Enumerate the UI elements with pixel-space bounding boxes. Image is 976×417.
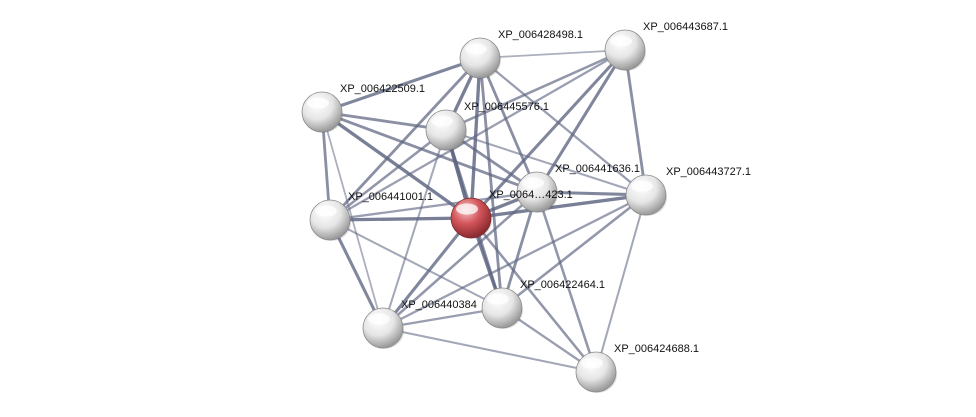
- edge-n4-n6: [444, 128, 648, 197]
- node-label-n11: XP_006424688.1: [614, 343, 699, 355]
- node-n9[interactable]: [481, 287, 523, 329]
- node-layer: [301, 29, 667, 393]
- node-highlight: [522, 177, 544, 189]
- node-label-n3: XP_006422509.1: [340, 83, 425, 95]
- edge-n2-n6: [623, 48, 648, 197]
- edge-n10-n11: [381, 326, 598, 374]
- node-label-n4: XP_006445576.1: [464, 101, 549, 113]
- edge-n3-n4: [320, 110, 448, 132]
- edge-n8-n6: [469, 193, 648, 220]
- edge-n7-n9: [328, 218, 504, 310]
- node-highlight: [431, 115, 453, 127]
- edge-n1-n7: [328, 56, 482, 222]
- node-n3[interactable]: [301, 91, 343, 133]
- edge-n8-n3: [320, 110, 473, 220]
- node-highlight: [487, 293, 509, 305]
- node-highlight: [456, 203, 478, 215]
- node-highlight: [315, 205, 337, 217]
- node-label-n10: XP_006440384: [401, 299, 477, 311]
- node-n1[interactable]: [459, 37, 501, 79]
- edge-n8-n10: [381, 216, 473, 330]
- node-label-n9: XP_006422464.1: [520, 279, 605, 291]
- node-label-n7: XP_006441001.1: [348, 191, 433, 203]
- edge-n6-n11: [594, 193, 648, 374]
- node-n5[interactable]: [516, 171, 558, 213]
- edge-n5-n11: [535, 190, 598, 374]
- node-highlight: [631, 180, 653, 192]
- edge-n8-n2: [469, 48, 627, 220]
- edge-n6-n9: [500, 193, 648, 310]
- node-label-n6: XP_006443727.1: [666, 166, 751, 178]
- edge-n5-n10: [381, 190, 539, 330]
- edge-n1-n3: [320, 56, 482, 114]
- edge-n5-n7: [328, 190, 539, 222]
- edge-n8-n7: [328, 216, 473, 222]
- edge-n8-n1: [469, 56, 482, 220]
- edge-n3-n10: [321, 111, 384, 329]
- node-n7[interactable]: [309, 199, 351, 241]
- edge-n8-n11: [469, 216, 598, 374]
- edge-n2-n7: [328, 48, 627, 222]
- node-n2[interactable]: [604, 29, 646, 71]
- node-label-n2: XP_006443687.1: [643, 21, 728, 33]
- node-label-n8: XP_0064…423.1: [489, 189, 573, 201]
- node-highlight: [465, 43, 487, 55]
- label-layer: XP_006428498.1 XP_006443687.1XP_006422509…: [340, 21, 751, 355]
- edge-n1-n2: [479, 49, 626, 59]
- node-label-n5: XP_006441636.1: [555, 163, 640, 175]
- edge-n1-n9: [478, 56, 504, 310]
- edge-n4-n10: [381, 128, 448, 330]
- node-highlight: [610, 35, 632, 47]
- node-highlight: [368, 313, 390, 325]
- edge-n3-n5: [320, 110, 539, 194]
- node-highlight: [307, 97, 329, 109]
- node-highlight: [581, 357, 603, 369]
- edge-n4-n7: [328, 128, 448, 222]
- edge-n1-n5: [478, 56, 539, 194]
- edge-n2-n5: [535, 48, 627, 194]
- node-n4[interactable]: [425, 109, 467, 151]
- edge-n2-n4: [444, 48, 627, 132]
- node-label-n1: XP_006428498.1: [498, 29, 583, 41]
- edge-n6-n10: [381, 193, 648, 330]
- node-n6[interactable]: [625, 174, 667, 216]
- edge-n1-n6: [478, 56, 648, 197]
- node-n8[interactable]: [450, 197, 492, 239]
- node-n11[interactable]: [575, 351, 617, 393]
- node-n10[interactable]: [362, 307, 404, 349]
